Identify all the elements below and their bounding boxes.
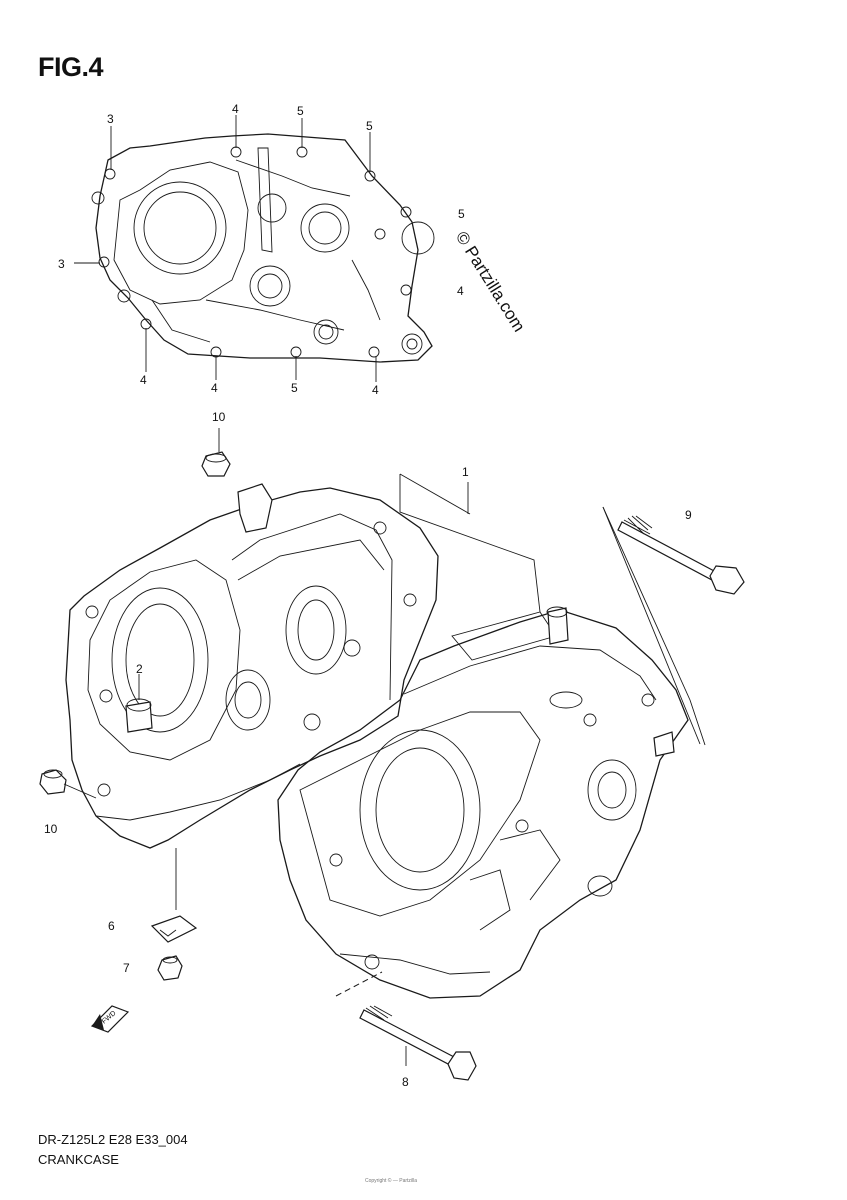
figure-title: FIG.4 <box>38 52 104 82</box>
right-crankcase-half <box>277 606 689 999</box>
part-6-bracket <box>150 848 198 943</box>
callout-6: 6 <box>108 919 115 933</box>
forward-arrow-icon: FWD <box>90 1005 130 1033</box>
callout-9: 9 <box>685 508 692 522</box>
diagram-name: CRANKCASE <box>38 1152 119 1167</box>
callout-8: 8 <box>402 1075 409 1089</box>
callout-5: 5 <box>458 207 465 221</box>
copyright-fine-print: Copyright © — Partzilla <box>365 1178 418 1184</box>
callout-4: 4 <box>457 284 464 298</box>
callout-1: 1 <box>462 465 469 479</box>
top-callouts: 3 4 5 5 5 3 4 4 4 5 4 <box>58 102 465 397</box>
bottom-callouts: 10 1 9 2 10 6 7 8 <box>44 410 692 1089</box>
bolt-9 <box>602 506 745 746</box>
callout-5: 5 <box>366 119 373 133</box>
callout-10: 10 <box>212 410 226 424</box>
crankcase-face-view <box>91 133 435 363</box>
callout-4: 4 <box>211 381 218 395</box>
bolt-8 <box>335 971 477 1081</box>
left-crankcase-half <box>65 483 439 849</box>
callout-4: 4 <box>140 373 147 387</box>
callout-5: 5 <box>297 104 304 118</box>
top-leader-lines <box>74 115 377 382</box>
part-10-lower <box>39 769 97 799</box>
callout-3: 3 <box>107 112 114 126</box>
part-7-bolt <box>157 955 183 981</box>
callout-3: 3 <box>58 257 65 271</box>
part-1-leader <box>399 473 541 613</box>
callout-4: 4 <box>372 383 379 397</box>
part-10-upper <box>201 428 231 477</box>
callout-2: 2 <box>136 662 143 676</box>
callout-5: 5 <box>291 381 298 395</box>
callout-7: 7 <box>123 961 130 975</box>
callout-4: 4 <box>232 102 239 116</box>
callout-10: 10 <box>44 822 58 836</box>
diagram-code: DR-Z125L2 E28 E33_004 <box>38 1132 188 1147</box>
